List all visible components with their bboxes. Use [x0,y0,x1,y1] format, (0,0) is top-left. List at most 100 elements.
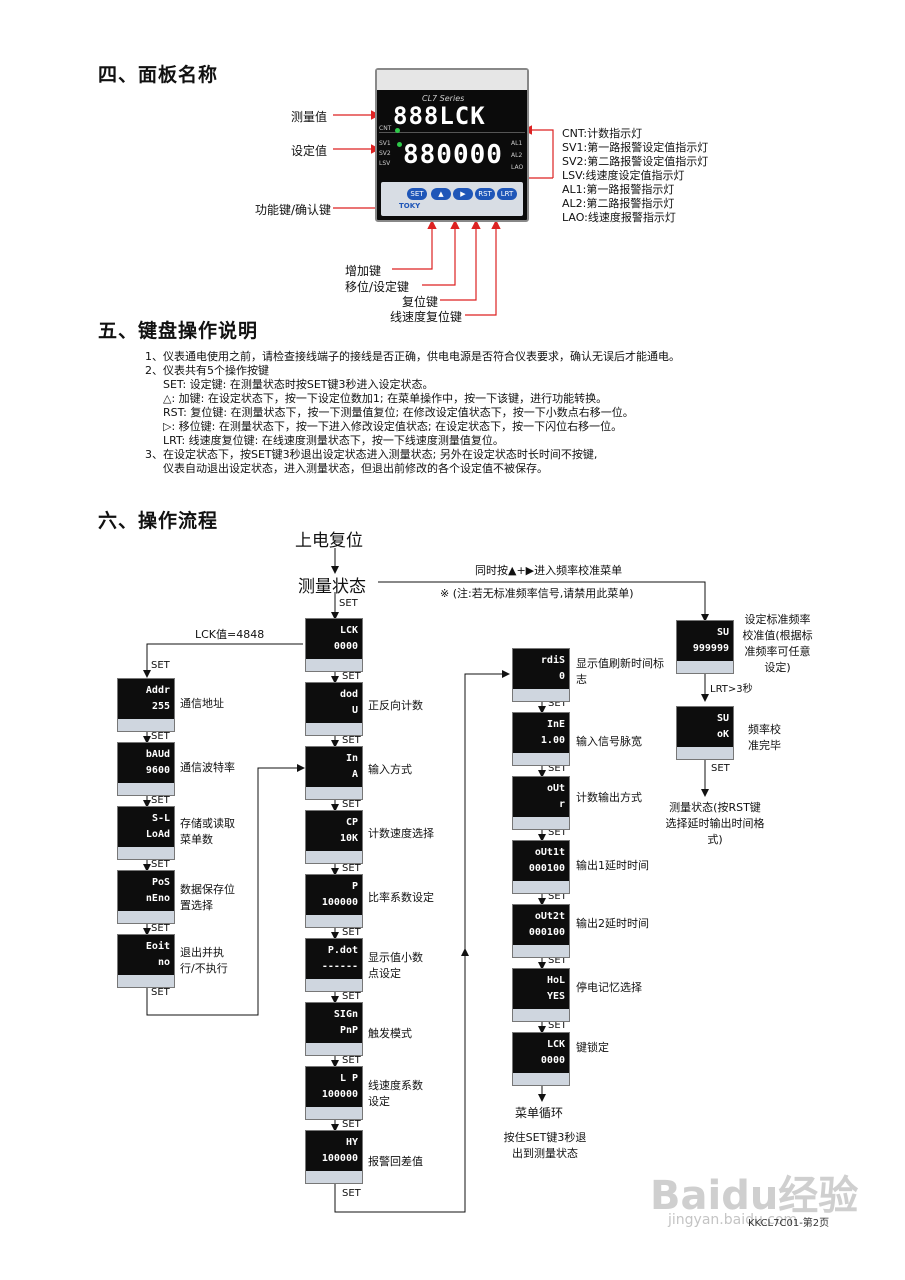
led-label-al2: AL2 [511,152,523,159]
set-label: SET [151,859,170,870]
meter-keypad [306,787,362,799]
meter-line1: HY [345,1137,358,1148]
key-rst[interactable]: RST [475,188,495,200]
meter-line2: 000100 [528,927,565,938]
key-lrt[interactable]: LRT [497,188,517,200]
meter-line1: SIGn [333,1009,358,1020]
col2-label: 比率系数设定 [368,891,434,904]
led-label-sv2: SV2 [379,150,391,157]
key-up[interactable]: ▲ [431,188,451,200]
col3-label: 显示值刷新时间标志 [576,657,664,686]
meter-line1: P.dot [327,945,358,956]
col3-label: 输入信号脉宽 [576,735,642,748]
col3-label: 键锁定 [576,1041,609,1054]
meter-keypad [513,1073,569,1085]
flow-cal-enter: 同时按▲+▶进入频率校准菜单 [475,564,623,577]
set-label: SET [151,795,170,806]
legend-item: SV2:第二路报警设定值指示灯 [562,155,709,168]
meter-line1: oUt2t [534,911,565,922]
col2-label: 计数速度选择 [368,827,434,840]
legend-item: CNT:计数指示灯 [562,127,643,140]
led-label-al1: AL1 [511,140,523,147]
col4-label: 设定标准频率校准值(根据标准频率可任意设定) [742,613,813,674]
set-label: SET [548,763,567,774]
set-label: SET [342,1188,361,1199]
meter-keypad [306,915,362,927]
label-set-value: 设定值 [291,144,328,158]
meter-line2: LoAd [145,829,170,840]
meter-line2: PnP [339,1025,358,1036]
meter-line2: 999999 [692,643,729,654]
col1-label: 退出并执行/不执行 [180,946,228,975]
set-label: SET [548,891,567,902]
meter-keypad [513,689,569,701]
col2-label: 输入方式 [368,763,412,776]
meter-line2: no [157,957,170,968]
lrt-3s-label: LRT>3秒 [710,684,753,695]
led-label-lsv: LSV [379,160,391,167]
instruction-line: 3、在设定状态下，按SET键3秒退出设定状态进入测量状态; 另外在设定状态时长时… [145,448,598,461]
col1-label: 通信波特率 [180,761,235,774]
meter-keypad [306,851,362,863]
meter-keypad [677,747,733,759]
led-label-cnt: CNT [379,125,392,132]
meter-line2: 000100 [528,863,565,874]
instruction-line: △: 加键: 在设定状态下，按一下设定位数加1; 在菜单操作中，按一下该键，进行… [163,392,608,405]
meter-line1: dod [339,689,358,700]
legend-item: LSV:线速度设定值指示灯 [562,169,685,182]
meter-keypad [306,1043,362,1055]
meter-line1: oUt1t [534,847,565,858]
col3-label: 输出1延时时间 [576,859,649,872]
meter-line1: SU [716,627,729,638]
watermark-logo: Baidu经验 [650,1173,859,1219]
flow-cal-note: ※ (注:若无标准频率信号,请禁用此菜单) [440,587,634,600]
meter-line2: 255 [151,701,170,712]
col2-label: 显示值小数点设定 [368,951,423,980]
meter-lck2: LCK 0000 [512,1032,570,1086]
led-cnt [395,128,400,133]
col1-label: 数据保存位置选择 [180,883,235,912]
meter-keypad [306,659,362,671]
instruction-line: LRT: 线速度复位键: 在线速度测量状态下，按一下线速度测量值复位。 [163,434,504,447]
set-label: SET [548,955,567,966]
meter-line1: In [345,753,358,764]
meter-line2: 0000 [540,1055,565,1066]
key-shift[interactable]: ▶ [453,188,473,200]
section-title-keyboard: 五、键盘操作说明 [98,320,259,342]
meter-line2: 10K [339,833,358,844]
col4-label: 频率校准完毕 [748,723,781,752]
section-title-flow: 六、操作流程 [98,510,219,532]
menu-loop: 菜单循环 [515,1106,564,1120]
meter-line1: InE [546,719,565,730]
meter-keypad [513,945,569,957]
set-label: SET [151,660,170,671]
meter-keypad [677,661,733,673]
meter-line1: PoS [151,877,170,888]
meter-keypad [118,975,174,987]
col3-label: 输出2延时时间 [576,917,649,930]
instruction-line: ▷: 移位键: 在测量状态下，按一下进入修改设定值状态; 在设定状态下，按一下闪… [163,420,623,433]
panel-device-image: CL7 Series 888LCK CNT SV1 SV2 LSV 880000… [375,68,529,222]
key-set[interactable]: SET [407,188,427,200]
col2-label: 触发模式 [368,1027,412,1040]
instruction-line: 1、仪表通电使用之前，请检查接线端子的接线是否正确，供电电源是否符合仪表要求，确… [145,350,680,363]
set-label: SET [711,763,730,774]
meter-line1: P [351,881,358,892]
led-legend: CNT:计数指示灯 SV1:第一路报警设定值指示灯 SV2:第二路报警设定值指示… [562,127,708,225]
label-measure-value: 测量值 [291,110,328,124]
meter-line1: bAUd [145,749,170,760]
device-keypad: SET ▲ ▶ RST LRT TOKY [381,182,523,216]
set-label: SET [342,799,361,810]
page-code: KKCL7C01-第2页 [748,1218,830,1229]
watermark-url: jingyan.baidu.com [668,1212,798,1228]
device-display-top: 888LCK [393,102,486,130]
instruction-line: 2、仪表共有5个操作按键 [145,364,269,377]
meter-line1: LCK [546,1039,565,1050]
meter-line2: U [351,705,358,716]
